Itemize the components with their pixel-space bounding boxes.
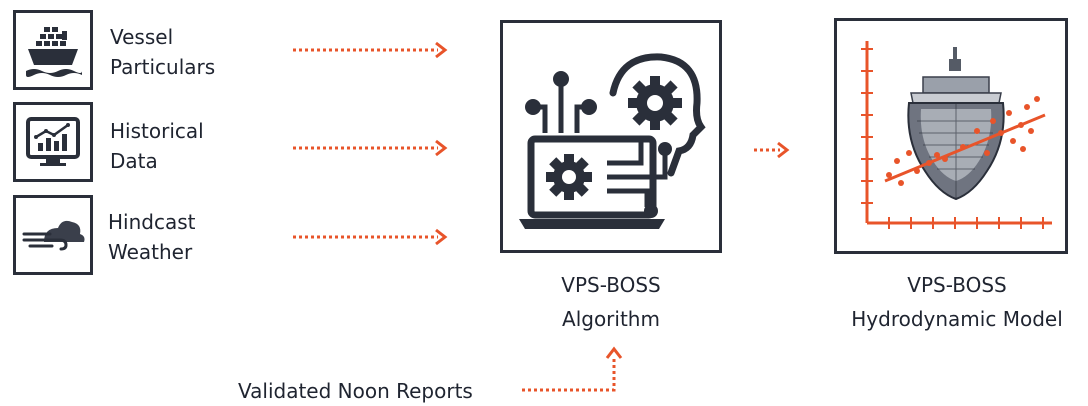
- historical-data-label: Historical Data: [110, 116, 204, 176]
- algorithm-label: VPS-BOSS Algorithm: [511, 268, 711, 336]
- arrow-hindcast-to-algorithm: [293, 227, 453, 247]
- ship-icon: [26, 27, 82, 77]
- vessel-particulars-label: Vessel Particulars: [110, 22, 215, 82]
- vessel-particulars-icon-box: [13, 10, 93, 90]
- arrow-algorithm-to-model: [754, 140, 790, 160]
- arrow-historical-to-algorithm: [293, 138, 453, 158]
- arrow-noon-to-algorithm: [522, 346, 626, 398]
- chart-monitor-icon: [26, 117, 80, 166]
- hydrodynamic-model-icon-box: [834, 18, 1068, 254]
- hydrodynamic-model-line2: Hydrodynamic Model: [851, 307, 1063, 331]
- vessel-particulars-line1: Vessel: [110, 25, 174, 49]
- arrow-vessel-to-algorithm: [293, 40, 453, 60]
- ai-gear-head-icon: [519, 53, 706, 229]
- historical-data-icon-box: [13, 102, 93, 182]
- hindcast-weather-line2: Weather: [108, 240, 193, 264]
- algorithm-line1: VPS-BOSS: [561, 273, 661, 297]
- historical-data-line1: Historical: [110, 119, 204, 143]
- vessel-particulars-line2: Particulars: [110, 55, 216, 79]
- hydrodynamic-model-line1: VPS-BOSS: [907, 273, 1007, 297]
- hindcast-weather-label: Hindcast Weather: [108, 207, 195, 267]
- hindcast-weather-line1: Hindcast: [108, 210, 196, 234]
- hull-regression-icon: [861, 41, 1052, 229]
- algorithm-icon-box: [500, 20, 722, 253]
- validated-noon-reports-label: Validated Noon Reports: [238, 379, 473, 403]
- hydrodynamic-model-label: VPS-BOSS Hydrodynamic Model: [832, 268, 1082, 336]
- historical-data-line2: Data: [110, 149, 158, 173]
- algorithm-line2: Algorithm: [562, 307, 660, 331]
- hindcast-weather-icon-box: [13, 195, 93, 275]
- wind-cloud-icon: [22, 220, 85, 251]
